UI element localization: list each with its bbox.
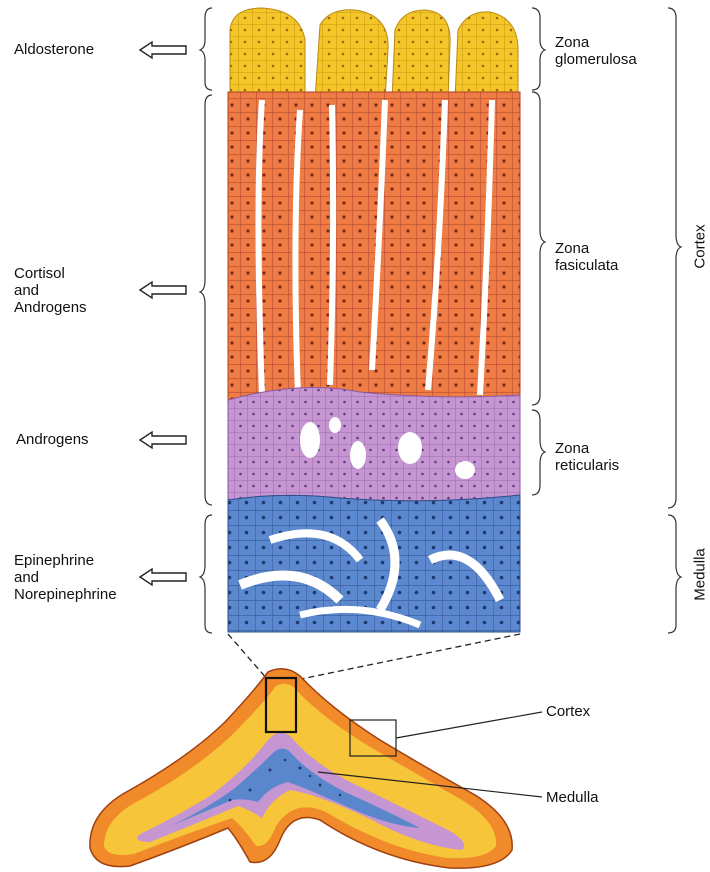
label-zona-reticularis-line2: reticularis [555, 457, 619, 474]
label-zona-glomerulosa-line1: Zona [555, 34, 589, 51]
medulla-tissue [228, 495, 520, 632]
label-zona-reticularis-line1: Zona [555, 440, 589, 457]
zona-fasiculata-tissue [228, 92, 520, 402]
label-epinephrine-line1: Epinephrine [14, 552, 94, 569]
label-aldosterone: Aldosterone [14, 41, 94, 58]
arrow-aldosterone [140, 42, 186, 58]
label-androgens: Androgens [16, 431, 89, 448]
arrow-epinephrine [140, 569, 186, 585]
label-gland-medulla: Medulla [546, 789, 599, 806]
zona-glomerulosa-tissue [230, 8, 518, 100]
label-epinephrine-line2: and [14, 569, 39, 586]
zona-reticularis-tissue [228, 388, 520, 501]
label-cortisol-line1: Cortisol [14, 265, 65, 282]
hormone-arrows [140, 42, 186, 585]
label-zona-glomerulosa-line2: glomerulosa [555, 51, 637, 68]
arrow-cortisol [140, 282, 186, 298]
label-zona-fasiculata-line2: fasiculata [555, 257, 618, 274]
label-region-cortex: Cortex [692, 217, 709, 277]
label-zona-fasiculata-line1: Zona [555, 240, 589, 257]
label-region-medulla: Medulla [692, 540, 709, 610]
label-cortisol-line3: Androgens [14, 299, 87, 316]
label-gland-cortex: Cortex [546, 703, 590, 720]
right-braces [532, 8, 681, 633]
left-braces [200, 8, 212, 633]
label-cortisol-line2: and [14, 282, 39, 299]
label-epinephrine-line3: Norepinephrine [14, 586, 117, 603]
adrenal-gland-cross-section [90, 669, 512, 868]
arrow-androgens [140, 432, 186, 448]
